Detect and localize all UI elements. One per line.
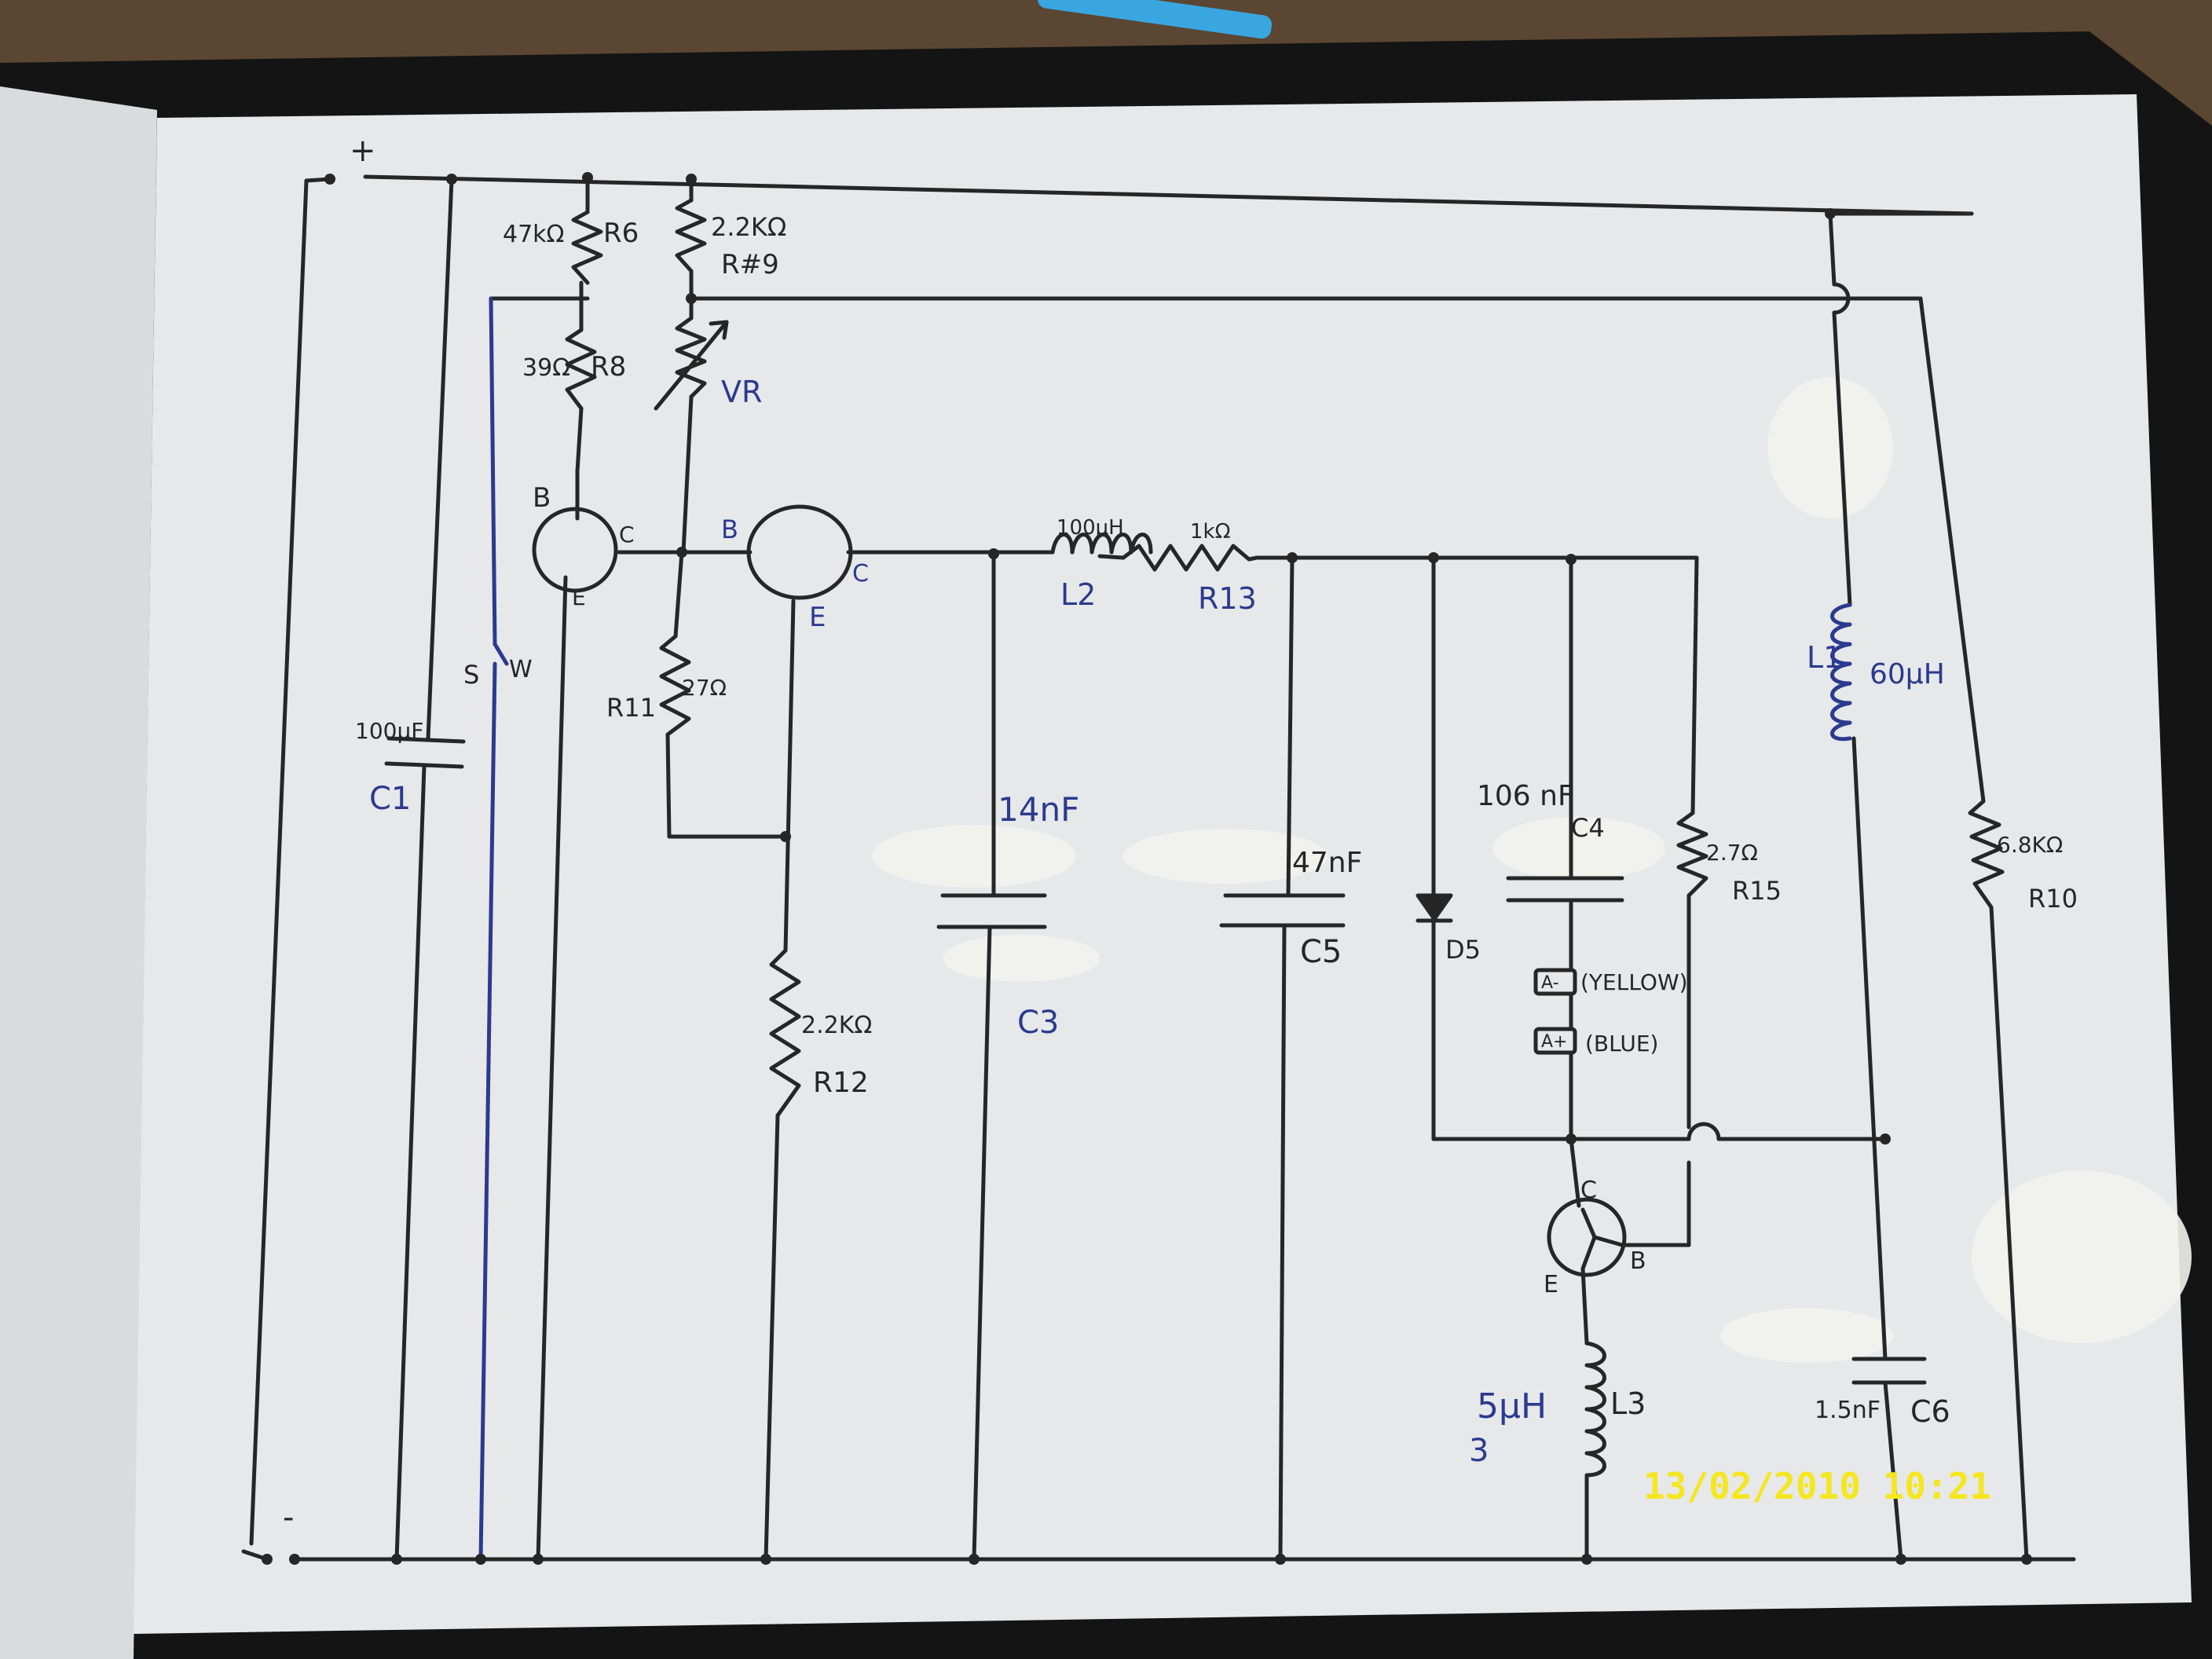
variable-resistor-vr (654, 316, 729, 411)
labels: + - 47kΩ R6 39Ω R8 2.2KΩ R#9 VR B C E B … (283, 133, 2078, 1536)
switch-sw (478, 296, 509, 1562)
label-c1-name: C1 (369, 781, 411, 817)
label-a-minus: A- (1541, 973, 1559, 993)
inductor-l1 (1830, 602, 1852, 742)
correction-patches (872, 377, 2192, 1363)
label-a-plus: A+ (1541, 1032, 1567, 1052)
capacitor-c4 (1506, 876, 1624, 903)
label-q3-collector: C (1580, 1177, 1597, 1204)
label-r15-value: 2.7Ω (1706, 840, 1758, 866)
terminal-boxes (1533, 968, 1577, 1055)
label-a-plus-color: (BLUE) (1585, 1031, 1658, 1057)
capacitor-c5 (1219, 893, 1346, 928)
label-c4-name: C4 (1571, 813, 1605, 843)
label-r10-name: R10 (2028, 884, 2078, 914)
resistor-r10 (1968, 799, 2005, 910)
junction-dots (262, 172, 2032, 1565)
label-r8-value: 39Ω (522, 354, 570, 382)
timestamp: 13/02/2010 10:21 (1643, 1465, 1991, 1507)
label-sw-w: W (509, 656, 533, 683)
capacitor-c6 (1851, 1357, 1927, 1385)
wiring (241, 174, 2076, 1562)
transistor-q3 (1547, 1197, 1627, 1277)
label-q2-base: B (721, 515, 738, 544)
label-r9-name: R#9 (721, 249, 779, 280)
label-a-minus-color: (YELLOW) (1580, 969, 1688, 995)
transistor-q2 (746, 504, 853, 600)
label-c3-value: 14nF (998, 790, 1079, 829)
label-q1-emitter: E (572, 584, 586, 610)
resistor-r15 (1676, 811, 1708, 898)
label-q2-collector: C (852, 560, 869, 588)
label-r13-value: 1kΩ (1190, 520, 1230, 544)
resistor-r6 (571, 210, 603, 285)
label-minus: - (283, 1500, 294, 1536)
label-c3-name: C3 (1017, 1005, 1059, 1041)
left-page (0, 86, 157, 1659)
label-l1-value: 60μH (1870, 658, 1945, 690)
label-q3-base: B (1630, 1247, 1646, 1275)
label-l2-value: 100μH (1057, 516, 1124, 540)
label-q1-collector: C (619, 522, 635, 548)
resistor-r11 (659, 634, 691, 737)
label-r12-value: 2.2KΩ (801, 1012, 872, 1039)
label-r13-name: R13 (1198, 581, 1257, 616)
inductor-l3 (1584, 1341, 1606, 1478)
pen (1037, 0, 1273, 39)
label-r11-name: R11 (606, 693, 656, 723)
label-d5: D5 (1445, 935, 1481, 965)
inductor-l2 (1050, 533, 1153, 555)
label-r10-value: 6.8KΩ (1997, 832, 2063, 858)
resistor-r12 (769, 948, 801, 1118)
label-l1-name: L1 (1807, 640, 1842, 675)
resistor-r8 (565, 328, 597, 411)
resistor-r9 (675, 198, 707, 273)
label-sw-s: S (463, 660, 479, 690)
transistor-q1 (532, 469, 618, 593)
label-q1-base: B (533, 482, 551, 514)
label-r15-name: R15 (1732, 876, 1782, 906)
label-c5-name: C5 (1300, 934, 1342, 970)
label-plus: + (350, 133, 376, 169)
label-r12-name: R12 (813, 1067, 869, 1099)
label-l3-name: L3 (1610, 1386, 1646, 1421)
terminal-a-minus (1533, 968, 1577, 996)
label-l3-note: 3 (1469, 1433, 1489, 1469)
label-c4-value: 106 nF (1477, 780, 1574, 812)
resistor-r13 (1097, 544, 1259, 572)
label-c5-value: 47nF (1292, 847, 1362, 879)
label-vr: VR (721, 375, 762, 409)
label-c6-name: C6 (1910, 1394, 1950, 1429)
diode-d5 (1415, 893, 1453, 923)
label-r9-value: 2.2KΩ (711, 212, 786, 242)
label-r11-value: 27Ω (682, 675, 727, 701)
label-c6-value: 1.5nF (1815, 1397, 1881, 1424)
label-q3-emitter: E (1544, 1271, 1558, 1298)
label-l2-name: L2 (1060, 577, 1096, 612)
capacitor-c1 (384, 736, 466, 769)
label-q2-emitter: E (809, 602, 826, 633)
label-r6-name: R6 (603, 218, 639, 249)
terminal-a-plus (1533, 1027, 1577, 1055)
label-r6-value: 47kΩ (503, 221, 564, 248)
label-l3-value: 5μH (1477, 1386, 1547, 1426)
label-c1-value: 100μF (355, 718, 423, 744)
capacitor-c3 (936, 893, 1047, 929)
label-r8-name: R8 (591, 351, 626, 383)
